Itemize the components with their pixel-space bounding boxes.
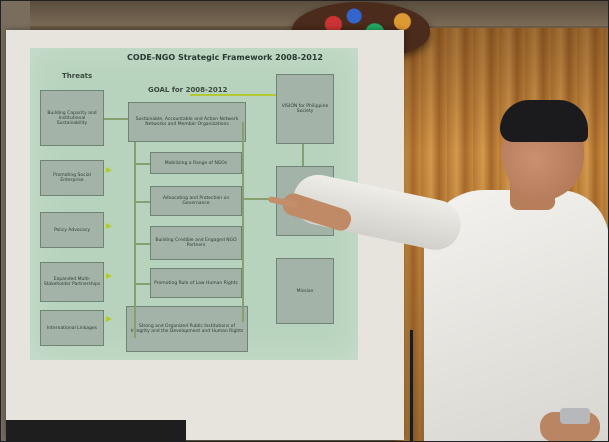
vision-box: VISION for Philippine Society [276,74,334,144]
mission-box: Mission [276,258,334,324]
connector-line [134,142,136,338]
goal-heading: GOAL for 2008-2012 [148,86,228,94]
strategy-box: Building Credible and Engaged NGO Partne… [150,226,242,260]
threats-heading: Threats [62,72,93,80]
connector-line [134,163,150,165]
strategy-box: Promoting Rule of Law Human Rights [150,268,242,298]
connector-line [302,144,304,166]
goal-box: Sustainable, Accountable and Action Netw… [128,102,246,142]
threat-box: Promoting Social Enterprise [40,160,104,196]
arrow-icon [106,223,112,229]
arrow-icon [106,167,112,173]
strategy-box: Mobilizing a Range of NGOs [150,152,242,174]
strategy-box: Advocating and Protection on Governance [150,186,242,216]
screen-base [6,420,186,442]
connector-line [134,283,150,285]
connector-line [242,122,244,322]
strategy-box: Strong and Organized Public Institutions… [126,306,248,352]
presenter-hair [500,100,588,142]
arrow-icon [106,273,112,279]
projector-stand [410,330,413,442]
threat-box: International Linkages [40,310,104,346]
threat-box: Expanded Multi-Stakeholder Partnerships [40,262,104,302]
wristwatch-icon [560,408,590,424]
connector-line [134,201,150,203]
slide-title: CODE-NGO Strategic Framework 2008-2012 [127,53,323,62]
connector-line [134,243,150,245]
arrow-icon [106,316,112,322]
projected-slide: CODE-NGO Strategic Framework 2008-2012 T… [30,48,358,360]
threat-box: Building Capacity and Institutional Sust… [40,90,104,146]
threat-box: Policy Advocacy [40,212,104,248]
connector-line [190,94,276,96]
connector-line [244,198,276,200]
connector-line [104,118,128,120]
